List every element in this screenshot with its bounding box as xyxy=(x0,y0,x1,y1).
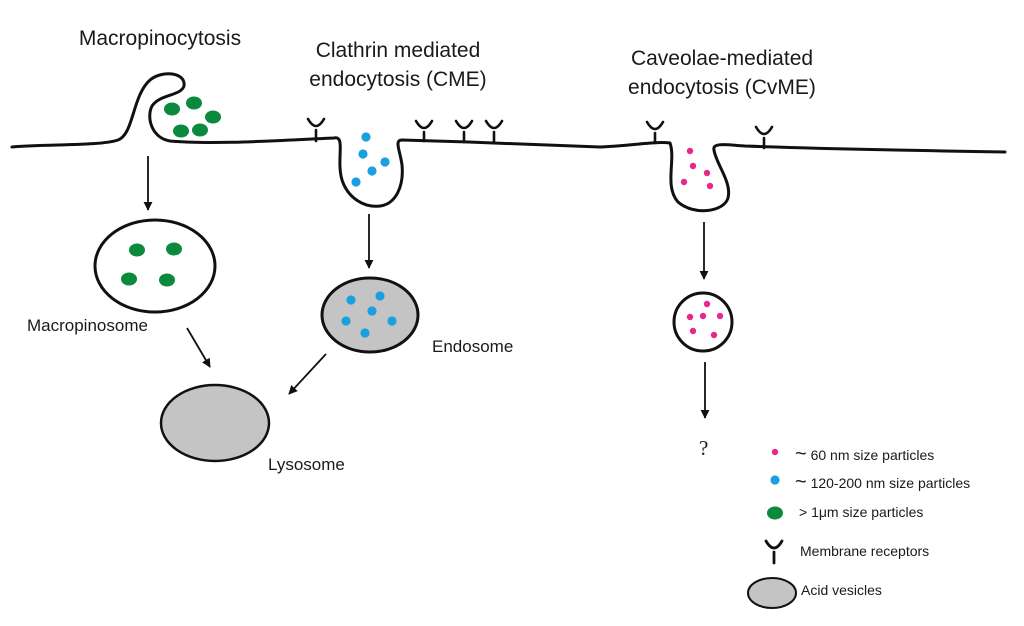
legend-receptor-icon xyxy=(764,539,784,565)
legend-gt: > xyxy=(799,504,808,520)
arrow-macropinosome-to-lysosome xyxy=(186,327,211,368)
legend-item-1um: > 1μm size particles xyxy=(799,504,923,520)
legend-item-120-200nm: ~ 120-200 nm size particles xyxy=(795,471,970,494)
arrow-endosome-to-lysosome xyxy=(288,353,327,395)
legend-item-60nm: ~ 60 nm size particles xyxy=(795,443,934,466)
legend-acid-vesicle-icon xyxy=(747,577,797,609)
membrane-receptor xyxy=(645,120,665,145)
legend-item-membrane-receptors: Membrane receptors xyxy=(800,543,930,559)
lysosome xyxy=(159,383,271,463)
legend-tilde: ~ xyxy=(795,443,807,465)
legend-label: 120-200 nm size particles xyxy=(810,475,971,491)
legend-label: 60 nm size particles xyxy=(810,447,935,463)
membrane-receptor xyxy=(414,119,434,143)
legend-tilde: ~ xyxy=(795,471,807,493)
plasma-membrane xyxy=(10,72,1007,213)
caveola-magenta-particles xyxy=(680,147,714,190)
title-macropinocytosis-line: Macropinocytosis xyxy=(78,27,242,50)
membrane-receptor xyxy=(454,119,474,144)
title-cme-line2: endocytosis (CME) xyxy=(309,68,487,91)
title-caveolae-endocytosis: Caveolae-mediated endocytosis (CvME) xyxy=(607,44,837,102)
label-lysosome: Lysosome xyxy=(268,455,345,474)
endosome xyxy=(320,276,420,354)
legend-item-acid-vesicles: Acid vesicles xyxy=(801,582,882,598)
membrane-receptor xyxy=(306,117,326,143)
label-macropinosome: Macropinosome xyxy=(27,316,148,335)
macropinosome xyxy=(93,218,217,314)
legend-blue-dot-icon xyxy=(770,475,780,485)
legend-magenta-dot-icon xyxy=(771,448,779,456)
caveolar-vesicle xyxy=(672,291,734,353)
label-unknown-fate: ? xyxy=(699,436,709,460)
label-endosome: Endosome xyxy=(432,337,514,356)
title-macropinocytosis: Macropinocytosis xyxy=(45,24,275,53)
title-clathrin-endocytosis: Clathrin mediated endocytosis (CME) xyxy=(283,36,513,94)
macropinocytosis-green-particles xyxy=(164,96,221,138)
title-cme-line1: Clathrin mediated xyxy=(315,39,481,62)
legend-green-dot-icon xyxy=(767,506,783,520)
membrane-receptor xyxy=(754,125,774,150)
title-cvme-line1: Caveolae-mediated xyxy=(630,47,814,70)
clathrin-pit-blue-particles xyxy=(351,132,390,187)
membrane-receptor xyxy=(484,119,504,145)
title-cvme-line2: endocytosis (CvME) xyxy=(628,76,816,99)
legend-label: 1μm size particles xyxy=(811,504,924,520)
